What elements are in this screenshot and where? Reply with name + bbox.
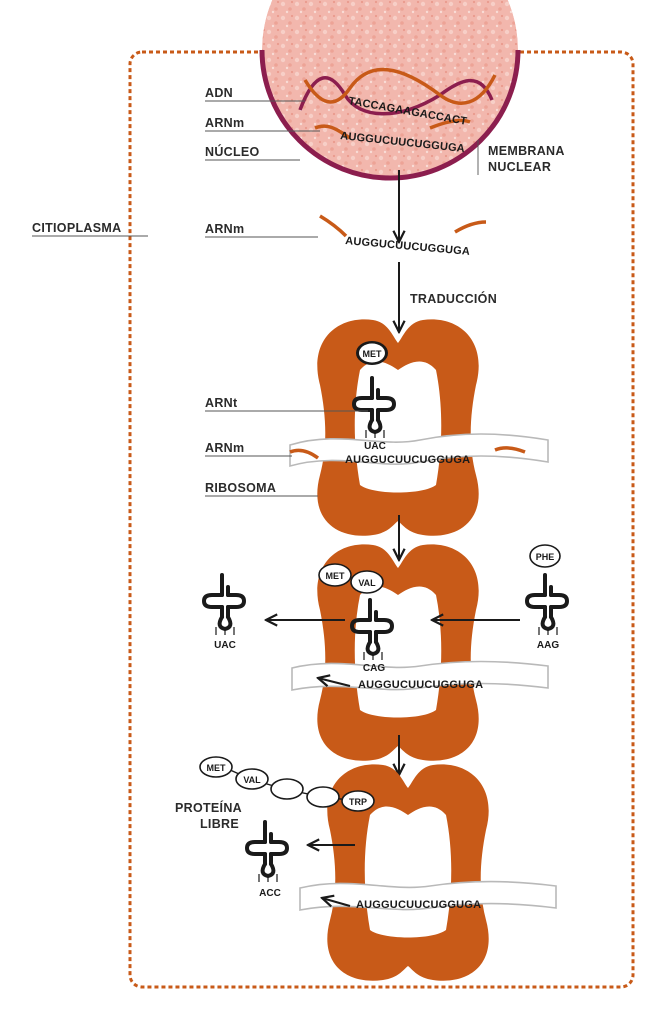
aa-met-3: MET <box>207 763 227 773</box>
label-nuclear: NUCLEAR <box>488 160 551 174</box>
dna-strand-a <box>298 76 494 116</box>
label-libre: LIBRE <box>200 817 239 831</box>
label-proteina: PROTEÍNA <box>175 800 242 815</box>
aa-met-1: MET <box>363 349 383 359</box>
label-citoplasma: CITIOPLASMA <box>32 221 121 235</box>
aa-met-2: MET <box>326 571 346 581</box>
released-trna-1 <box>202 573 246 637</box>
label-arnt: ARNt <box>205 396 238 410</box>
label-arnm-ribosome: ARNm <box>205 441 244 455</box>
aa-phe: PHE <box>536 552 555 562</box>
label-traduccion: TRADUCCIÓN <box>410 291 497 306</box>
anticodon-phe-trna: AAG <box>537 640 559 651</box>
ribosome-2: AUGGUCUUCUGGUGA MET VAL CAG <box>291 544 549 761</box>
aa-trp: TRP <box>349 797 367 807</box>
dna-strand-b <box>303 67 497 105</box>
anticodon-released-1: UAC <box>214 640 236 651</box>
label-ribosoma: RIBOSOMA <box>205 481 276 495</box>
ribosome-1: AUGGUCUUCUGGUGA MET UAC <box>289 319 549 536</box>
anticodon-met-trna: UAC <box>364 441 386 452</box>
nucleus: TACCAGAAGACCACT AUGGUCUUCUGGUGA <box>259 0 521 181</box>
label-adn: ADN <box>205 86 233 100</box>
aa-val-3: VAL <box>243 775 261 785</box>
anticodon-val-trna: CAG <box>363 663 385 674</box>
label-membrana: MEMBRANA <box>488 144 565 158</box>
mrna-nucleus-strand <box>314 118 471 140</box>
incoming-phe-trna <box>525 573 569 637</box>
aa-val-2: VAL <box>358 578 376 588</box>
mrna-ribosome-3-sequence: AUGGUCUUCUGGUGA <box>356 899 481 911</box>
mrna-ribosome-1-sequence: AUGGUCUUCUGGUGA <box>345 454 470 466</box>
label-nucleo: NÚCLEO <box>205 144 260 159</box>
released-trna-2 <box>245 820 289 884</box>
mrna-cytoplasm-sequence: AUGGUCUUCUGGUGA <box>345 235 471 258</box>
label-arnm-nucleus: ARNm <box>205 116 244 130</box>
anticodon-released-2: ACC <box>259 888 281 899</box>
label-arnm-cytoplasm: ARNm <box>205 222 244 236</box>
protein-chain: MET VAL TRP <box>199 756 375 812</box>
mrna-ribosome-2-sequence: AUGGUCUUCUGGUGA <box>358 679 483 691</box>
ribosome-3: AUGGUCUUCUGGUGA <box>299 764 557 981</box>
